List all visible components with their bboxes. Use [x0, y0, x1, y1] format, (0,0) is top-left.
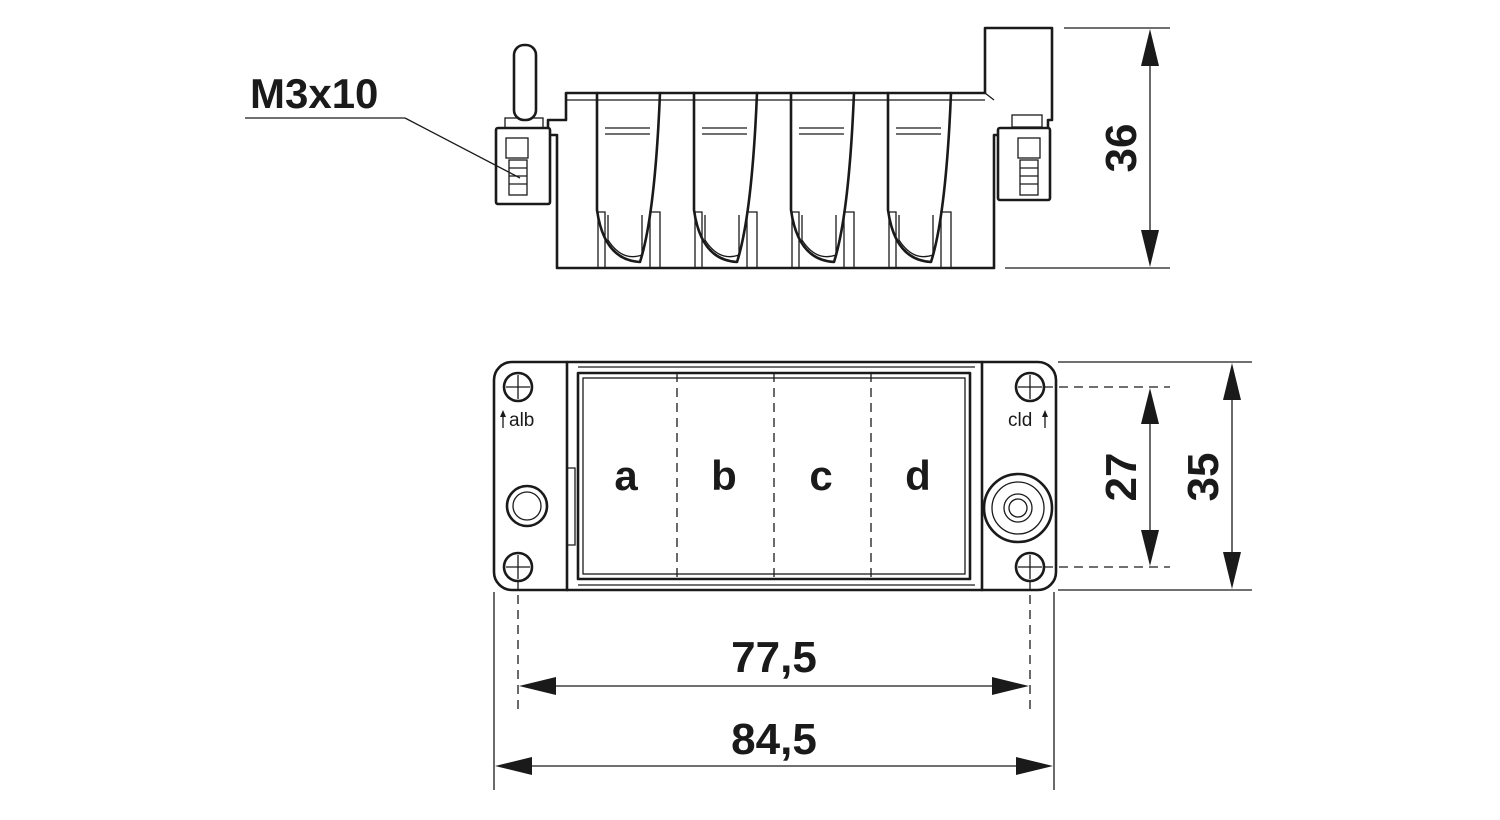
dimension-height-27: 27 — [1097, 388, 1159, 566]
dim-label-84-5: 84,5 — [731, 715, 817, 764]
marking-left: alb — [500, 410, 534, 431]
screw-icon — [502, 551, 534, 583]
svg-text:cld: cld — [1008, 410, 1032, 431]
coding-hole-icon — [505, 484, 549, 528]
ground-terminal-icon — [982, 472, 1054, 544]
dim-label-27: 27 — [1097, 453, 1146, 502]
marking-right: cld — [1008, 410, 1048, 431]
module-cavity — [886, 91, 953, 264]
bottom-slots — [597, 211, 952, 268]
screw-icon — [1014, 551, 1046, 583]
dim-label-35: 35 — [1179, 453, 1228, 502]
module-cavity — [789, 91, 856, 264]
screw-icon — [502, 371, 534, 403]
module-cavity — [692, 91, 759, 264]
side-view: M3x10 36 — [245, 26, 1170, 270]
dimension-height-35: 35 — [1179, 363, 1241, 589]
module-label-d: d — [905, 452, 931, 499]
top-view: a b c d — [492, 360, 1252, 790]
dimension-height-36: 36 — [1005, 27, 1170, 269]
dimension-width-84-5: 84,5 — [495, 715, 1053, 775]
module-cavity — [595, 91, 662, 264]
screw-icon — [1014, 371, 1046, 403]
module-label-c: c — [809, 452, 832, 499]
module-label-a: a — [614, 452, 638, 499]
module-label-b: b — [711, 452, 737, 499]
dim-label-77-5: 77,5 — [731, 633, 817, 682]
svg-text:alb: alb — [509, 410, 534, 431]
dim-label-36: 36 — [1097, 124, 1146, 173]
screw-callout-label: M3x10 — [250, 70, 378, 117]
dimension-width-77-5: 77,5 — [519, 633, 1029, 695]
